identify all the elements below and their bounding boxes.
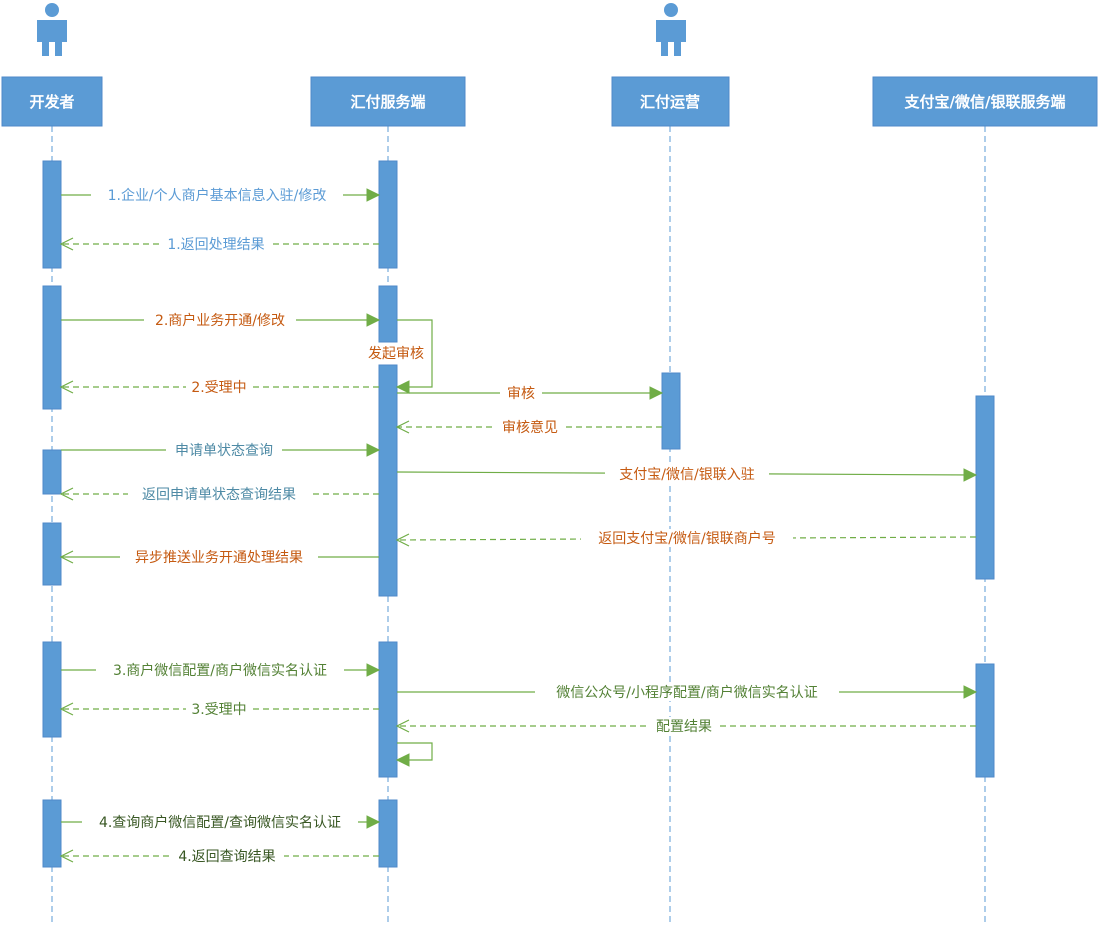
message-label-17: 4.查询商户微信配置/查询微信实名认证 bbox=[99, 814, 341, 831]
activation-ops-1 bbox=[661, 372, 681, 450]
message-label-13: 3.商户微信配置/商户微信实名认证 bbox=[113, 662, 327, 679]
activation-developer-5 bbox=[42, 641, 62, 738]
activation-huifu-4 bbox=[378, 641, 398, 778]
message-label-15: 3.受理中 bbox=[191, 702, 246, 718]
activation-developer-1 bbox=[42, 160, 62, 269]
message-label-6: 审核 bbox=[507, 386, 535, 402]
actor-icon-developer bbox=[37, 3, 67, 56]
participant-huifu-server: 汇付服务端 bbox=[310, 76, 466, 127]
participant-label-payment-server: 支付宝/微信/银联服务端 bbox=[904, 93, 1066, 111]
message-10: 返回申请单状态查询结果 bbox=[59, 485, 379, 503]
message-label-9: 支付宝/微信/银联入驻 bbox=[619, 467, 754, 483]
message-label-10: 返回申请单状态查询结果 bbox=[142, 487, 296, 503]
activation-huifu-5 bbox=[378, 799, 398, 868]
activation-huifu-3 bbox=[378, 364, 398, 597]
message-3: 2.商户业务开通/修改 bbox=[61, 311, 381, 329]
message-label-11: 返回支付宝/微信/银联商户号 bbox=[598, 530, 775, 547]
activation-developer-6 bbox=[42, 799, 62, 868]
message-17: 4.查询商户微信配置/查询微信实名认证 bbox=[61, 813, 381, 831]
activation-developer-4 bbox=[42, 522, 62, 586]
message-6: 审核 bbox=[397, 384, 664, 402]
message-label-14: 微信公众号/小程序配置/商户微信实名认证 bbox=[556, 684, 817, 701]
message-5: 2.受理中 bbox=[59, 378, 379, 396]
message-11: 返回支付宝/微信/银联商户号 bbox=[395, 529, 977, 547]
activation-developer-3 bbox=[42, 449, 62, 495]
activation-developer-2 bbox=[42, 285, 62, 410]
message-label-4: 发起审核 bbox=[368, 346, 424, 362]
message-label-2: 1.返回处理结果 bbox=[167, 237, 264, 253]
actor-icon-operations bbox=[656, 3, 686, 56]
participant-label-developer: 开发者 bbox=[29, 93, 74, 111]
participant-huifu-ops: 汇付运营 bbox=[611, 76, 730, 127]
message-label-16: 配置结果 bbox=[656, 719, 712, 735]
self-call-huifu bbox=[395, 742, 433, 767]
message-1: 1.企业/个人商户基本信息入驻/修改 bbox=[61, 186, 381, 204]
participant-label-huifu-ops: 汇付运营 bbox=[640, 93, 700, 111]
participant-label-huifu-server: 汇付服务端 bbox=[350, 93, 425, 111]
message-label-12: 异步推送业务开通处理结果 bbox=[135, 550, 303, 566]
message-label-5: 2.受理中 bbox=[191, 380, 246, 396]
message-14: 微信公众号/小程序配置/商户微信实名认证 bbox=[397, 683, 978, 701]
participant-payment-server: 支付宝/微信/银联服务端 bbox=[872, 76, 1098, 127]
activation-huifu-1 bbox=[378, 160, 398, 269]
activation-huifu-2 bbox=[378, 285, 398, 343]
message-7: 审核意见 bbox=[395, 418, 662, 436]
activation-payment-2 bbox=[975, 663, 995, 778]
message-label-18: 4.返回查询结果 bbox=[178, 849, 275, 865]
message-15: 3.受理中 bbox=[59, 700, 379, 718]
message-label-8: 申请单状态查询 bbox=[175, 443, 273, 459]
message-18: 4.返回查询结果 bbox=[59, 847, 379, 865]
message-label-1: 1.企业/个人商户基本信息入驻/修改 bbox=[108, 187, 327, 204]
message-13: 3.商户微信配置/商户微信实名认证 bbox=[61, 661, 381, 679]
activation-payment-1 bbox=[975, 395, 995, 580]
message-9: 支付宝/微信/银联入驻 bbox=[396, 465, 978, 483]
message-label-3: 2.商户业务开通/修改 bbox=[155, 312, 285, 329]
participant-developer: 开发者 bbox=[1, 76, 103, 127]
message-label-7: 审核意见 bbox=[502, 419, 558, 436]
message-8: 申请单状态查询 bbox=[61, 441, 381, 459]
message-16: 配置结果 bbox=[395, 717, 976, 735]
message-2: 1.返回处理结果 bbox=[59, 235, 379, 253]
message-4: 发起审核 bbox=[362, 319, 433, 394]
message-12: 异步推送业务开通处理结果 bbox=[59, 548, 379, 566]
